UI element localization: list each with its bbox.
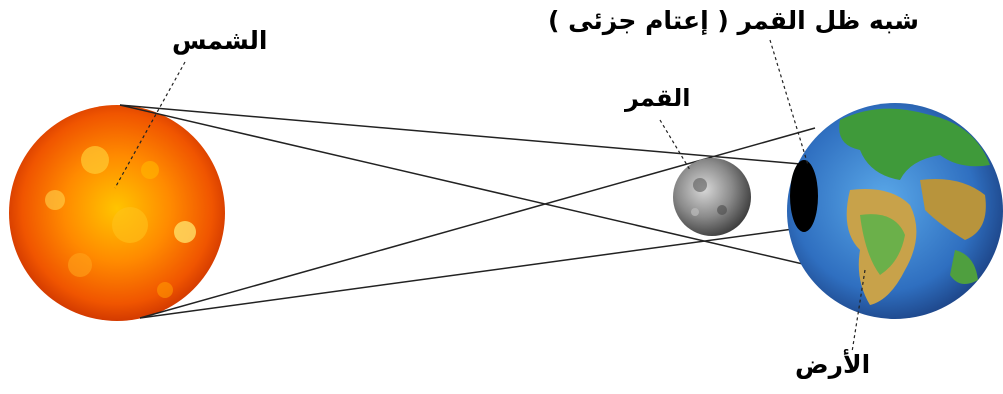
leader-lines [115,40,865,352]
sun [9,105,225,321]
moon-label: القمر [625,86,691,110]
ray-bottom-outer [140,226,815,318]
penumbra-label: شبه ظل القمر ( إعتام جزئى ) [548,8,919,33]
leader-penumbra [770,40,808,165]
leader-moon [660,120,690,170]
penumbra-shadow [790,160,818,232]
ray-top-outer [120,105,812,165]
moon [673,158,751,236]
earth [787,103,1003,319]
sun-label: الشمس [172,28,268,53]
earth-label: الأرض [795,352,870,377]
